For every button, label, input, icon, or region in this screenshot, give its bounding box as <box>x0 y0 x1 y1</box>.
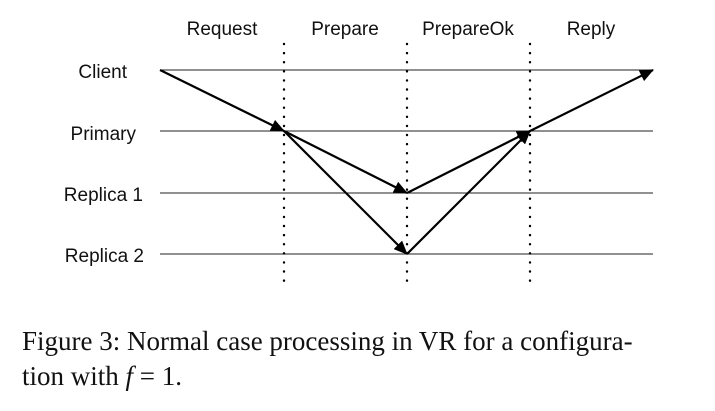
arrow-prepareok-replica-1-to-primary <box>406 130 531 194</box>
row-label-replica-1: Replica 1 <box>64 185 143 206</box>
caption-math-variable: f <box>125 361 134 391</box>
arrow-prepareok-replica-2-to-primary <box>406 130 531 255</box>
arrow-prepare-primary-to-replica-1 <box>283 130 408 194</box>
arrow-request-client-to-primary <box>159 69 285 132</box>
row-label-primary: Primary <box>71 124 137 145</box>
vr-normal-case-diagram: Request Prepare PrepareOk Reply Client P… <box>64 19 654 284</box>
phase-label-request: Request <box>187 19 258 40</box>
phase-label-prepareok: PrepareOk <box>422 19 514 40</box>
caption-line-1: Figure 3: Normal case processing in VR f… <box>22 326 633 356</box>
row-label-client: Client <box>78 62 127 83</box>
arrow-prepare-primary-to-replica-2 <box>283 130 408 255</box>
phase-label-reply: Reply <box>567 19 616 40</box>
caption-equation: = 1. <box>133 361 183 391</box>
row-label-replica-2: Replica 2 <box>65 246 144 267</box>
caption-line-2-prefix: tion with <box>22 361 126 391</box>
phase-label-prepare: Prepare <box>311 19 379 40</box>
figure-caption: Figure 3: Normal case processing in VR f… <box>22 324 702 394</box>
arrow-reply-primary-to-client <box>529 69 654 132</box>
